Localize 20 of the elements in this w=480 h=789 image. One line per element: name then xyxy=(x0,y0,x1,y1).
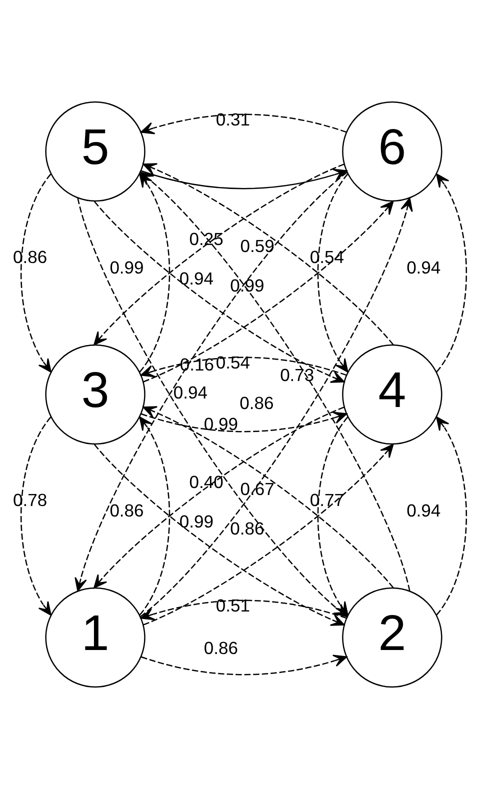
edge-label: 0.86 xyxy=(110,500,144,521)
edge-label: 0.51 xyxy=(216,595,250,616)
edge-label: 0.73 xyxy=(280,365,314,386)
edge-label: 0.31 xyxy=(216,109,250,130)
edge-label: 0.94 xyxy=(406,500,441,521)
edge-label: 0.86 xyxy=(240,392,274,413)
edge-label: 0.59 xyxy=(240,236,274,256)
edge-label: 0.99 xyxy=(204,414,238,434)
edge-label: 0.67 xyxy=(240,479,274,500)
edge-label: 0.78 xyxy=(12,490,48,510)
edge-label: 0.25 xyxy=(189,228,224,249)
edge-label: 0.94 xyxy=(173,382,208,402)
edge-label: 0.86 xyxy=(204,638,238,658)
edge-label: 0.86 xyxy=(230,518,264,539)
edge-label: 0.86 xyxy=(12,247,48,268)
edge-label: 0.40 xyxy=(189,472,224,492)
edge-label: 0.99 xyxy=(179,511,214,532)
edge-label: 0.94 xyxy=(179,268,214,288)
edge-label: 0.94 xyxy=(406,258,441,278)
edge-label: 0.99 xyxy=(110,258,144,278)
